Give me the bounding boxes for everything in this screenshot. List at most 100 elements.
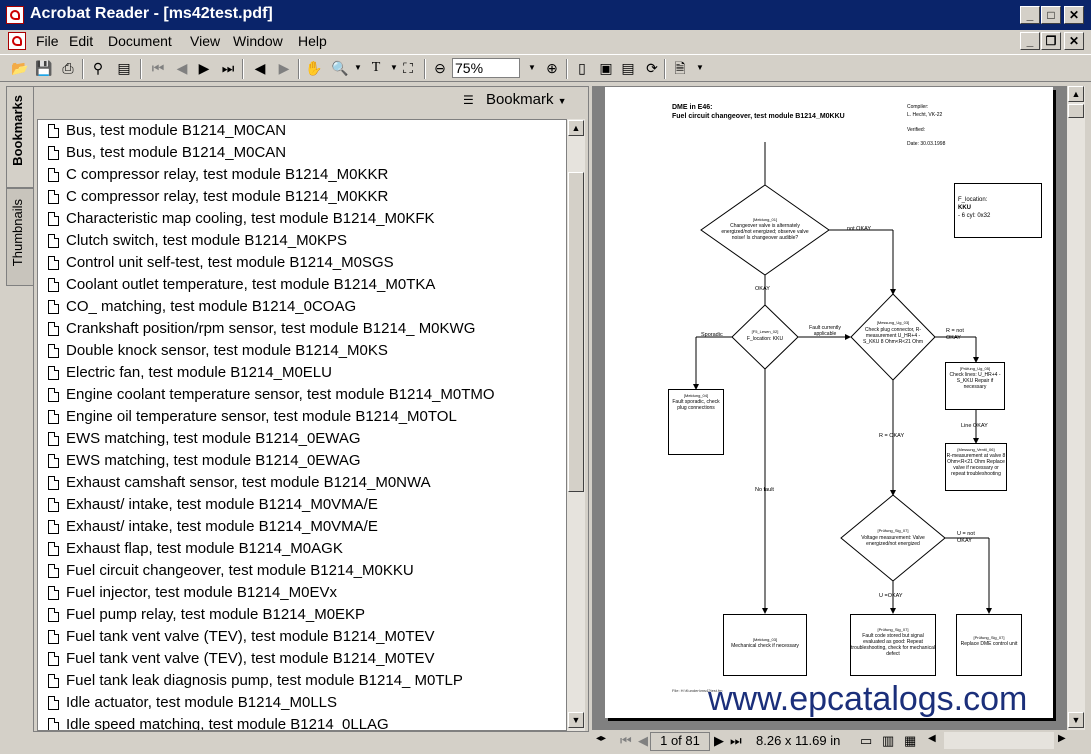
document-icon[interactable]	[8, 32, 26, 50]
bookmark-item[interactable]: Idle speed matching, test module B1214_0…	[48, 714, 389, 730]
bookmark-item[interactable]: Exhaust flap, test module B1214_M0AGK	[48, 538, 343, 560]
document-scroll-up-icon[interactable]: ▲	[1068, 86, 1084, 102]
bookmark-item[interactable]: Exhaust/ intake, test module B1214_M0VMA…	[48, 494, 378, 516]
page-number-field[interactable]: 1 of 81	[650, 732, 710, 751]
doc-title-line2: Fuel circuit changeover, test module B12…	[672, 113, 845, 120]
bookmark-item[interactable]: C compressor relay, test module B1214_M0…	[48, 186, 388, 208]
zoom-out-icon[interactable]: ⊖	[434, 60, 446, 76]
split-pane-icon[interactable]: ◂▸	[596, 733, 607, 744]
tab-bookmarks[interactable]: Bookmarks	[6, 86, 33, 188]
status-scroll-left-icon[interactable]: ◀	[928, 733, 936, 744]
bookmark-item[interactable]: Crankshaft position/rpm sensor, test mod…	[48, 318, 475, 340]
find-icon[interactable]: ⚲	[92, 60, 104, 76]
bookmark-item[interactable]: Fuel tank leak diagnosis pump, test modu…	[48, 670, 463, 692]
zoom-input[interactable]: 75%	[452, 58, 520, 78]
actual-size-icon[interactable]: ▯	[578, 60, 586, 76]
doc-minimize-button[interactable]: _	[1020, 32, 1040, 50]
bookmark-item[interactable]: EWS matching, test module B1214_0EWAG	[48, 450, 361, 472]
minimize-button[interactable]: _	[1020, 6, 1040, 24]
status-next-page-icon[interactable]: ▶	[714, 733, 724, 748]
bookmark-item[interactable]: Fuel circuit changeover, test module B12…	[48, 560, 414, 582]
go-forward-icon[interactable]: ▶	[278, 60, 290, 76]
last-page-icon[interactable]: ⏭	[221, 60, 235, 76]
acrobat-app-icon[interactable]	[6, 6, 24, 24]
bookmark-item[interactable]: Bus, test module B1214_M0CAN	[48, 120, 287, 142]
text-select-tool-icon[interactable]: T	[371, 60, 381, 75]
first-page-icon[interactable]: ⏮	[151, 60, 165, 76]
bookmark-item[interactable]: Engine coolant temperature sensor, test …	[48, 384, 495, 406]
print-icon[interactable]: ⎙	[62, 60, 74, 76]
document-scroll-thumb[interactable]	[1068, 104, 1084, 118]
bookmark-item[interactable]: Control unit self-test, test module B121…	[48, 252, 394, 274]
page-icon	[48, 652, 59, 666]
bookmark-menu-button[interactable]: ☰ Bookmark ▼	[463, 91, 567, 108]
menu-document[interactable]: Document	[108, 33, 172, 49]
bookmark-item[interactable]: CO_ matching, test module B1214_0COAG	[48, 296, 356, 318]
bookmark-item[interactable]: Electric fan, test module B1214_M0ELU	[48, 362, 332, 384]
status-previous-page-icon[interactable]: ◀	[638, 733, 648, 748]
box-mechanical-check: [Meldung_03] Mechanical check if necessa…	[723, 614, 807, 676]
bookmark-scroll-thumb[interactable]	[568, 172, 584, 492]
document-scroll-down-icon[interactable]: ▼	[1068, 712, 1084, 728]
zoom-tool-dropdown-icon[interactable]: ▼	[354, 63, 362, 72]
decision-3-text: Check plug connector, R-measurement U_HR…	[862, 327, 924, 345]
bookmark-item[interactable]: C compressor relay, test module B1214_M0…	[48, 164, 388, 186]
doc-close-button[interactable]: ✕	[1064, 32, 1084, 50]
bookmark-item[interactable]: Bus, test module B1214_M0CAN	[48, 142, 286, 164]
document-scrollbar[interactable]	[1067, 86, 1085, 730]
doc-restore-button[interactable]: ❐	[1041, 32, 1061, 50]
continuous-icon[interactable]: ▥	[882, 733, 895, 748]
bookmark-item[interactable]: Double knock sensor, test module B1214_M…	[48, 340, 388, 362]
menu-file[interactable]: File	[36, 33, 59, 49]
page-icon	[48, 564, 59, 578]
zoom-dropdown-icon[interactable]: ▼	[528, 63, 536, 72]
bookmark-item[interactable]: Idle actuator, test module B1214_M0LLS	[48, 692, 337, 714]
facing-icon[interactable]: ▦	[904, 733, 917, 748]
previous-page-icon[interactable]: ◀	[176, 60, 188, 76]
menu-edit[interactable]: Edit	[69, 33, 94, 49]
bookmark-item[interactable]: Clutch switch, test module B1214_M0KPS	[48, 230, 347, 252]
bookmark-item[interactable]: Engine oil temperature sensor, test modu…	[48, 406, 457, 428]
bookmark-item[interactable]: Fuel injector, test module B1214_M0EVx	[48, 582, 337, 604]
status-first-page-icon[interactable]: ⏮	[620, 733, 632, 748]
save-icon[interactable]: 💾	[35, 60, 53, 76]
bookmark-item[interactable]: Characteristic map cooling, test module …	[48, 208, 435, 230]
status-last-page-icon[interactable]: ⏭	[730, 733, 742, 748]
bookmark-item[interactable]: EWS matching, test module B1214_0EWAG	[48, 428, 361, 450]
zoom-in-tool-icon[interactable]: 🔍	[331, 60, 349, 76]
fit-width-icon[interactable]: ▤	[621, 60, 635, 76]
next-page-icon[interactable]: ▶	[198, 60, 210, 76]
ebook-tools-icon[interactable]: 🗎	[674, 60, 686, 76]
bookmark-scroll-up-icon[interactable]: ▲	[568, 120, 584, 136]
snapshot-tool-icon[interactable]: ⛶	[403, 60, 413, 76]
menu-window[interactable]: Window	[233, 33, 283, 49]
hand-tool-icon[interactable]: ✋	[305, 60, 323, 76]
tab-thumbnails[interactable]: Thumbnails	[6, 188, 33, 286]
text-tool-dropdown-icon[interactable]: ▼	[390, 63, 398, 72]
open-icon[interactable]: 📂	[11, 60, 29, 76]
bookmark-item[interactable]: Fuel tank vent valve (TEV), test module …	[48, 648, 435, 670]
single-page-icon[interactable]: ▭	[860, 733, 873, 748]
ebook-dropdown-icon[interactable]: ▼	[696, 63, 704, 72]
zoom-in-icon[interactable]: ⊕	[546, 60, 558, 76]
go-back-icon[interactable]: ◀	[254, 60, 266, 76]
maximize-button[interactable]: □	[1041, 6, 1061, 24]
rotate-view-icon[interactable]: ⟳	[646, 60, 658, 76]
close-button[interactable]: ✕	[1064, 6, 1084, 24]
bookmark-item[interactable]: Exhaust/ intake, test module B1214_M0VMA…	[48, 516, 378, 538]
bookmark-item[interactable]: Fuel pump relay, test module B1214_M0EKP	[48, 604, 365, 626]
menu-view[interactable]: View	[190, 33, 221, 49]
label-r-okay: R = OKAY	[879, 433, 905, 439]
bookmark-item[interactable]: Coolant outlet temperature, test module …	[48, 274, 435, 296]
bookmark-item[interactable]: Fuel tank vent valve (TEV), test module …	[48, 626, 435, 648]
bookmark-item[interactable]: Exhaust camshaft sensor, test module B12…	[48, 472, 431, 494]
bookmark-item-label: Bus, test module B1214_M0CAN	[66, 122, 287, 139]
window-title: Acrobat Reader - [ms42test.pdf]	[30, 5, 273, 22]
page-icon	[48, 168, 59, 182]
show-hide-navigation-icon[interactable]: ▤	[117, 60, 131, 76]
status-scroll-right-icon[interactable]: ▶	[1058, 733, 1066, 744]
fit-page-icon[interactable]: ▣	[599, 60, 613, 76]
menu-help[interactable]: Help	[298, 33, 327, 49]
horizontal-scroll-track[interactable]	[944, 732, 1054, 749]
bookmark-scroll-down-icon[interactable]: ▼	[568, 712, 584, 728]
